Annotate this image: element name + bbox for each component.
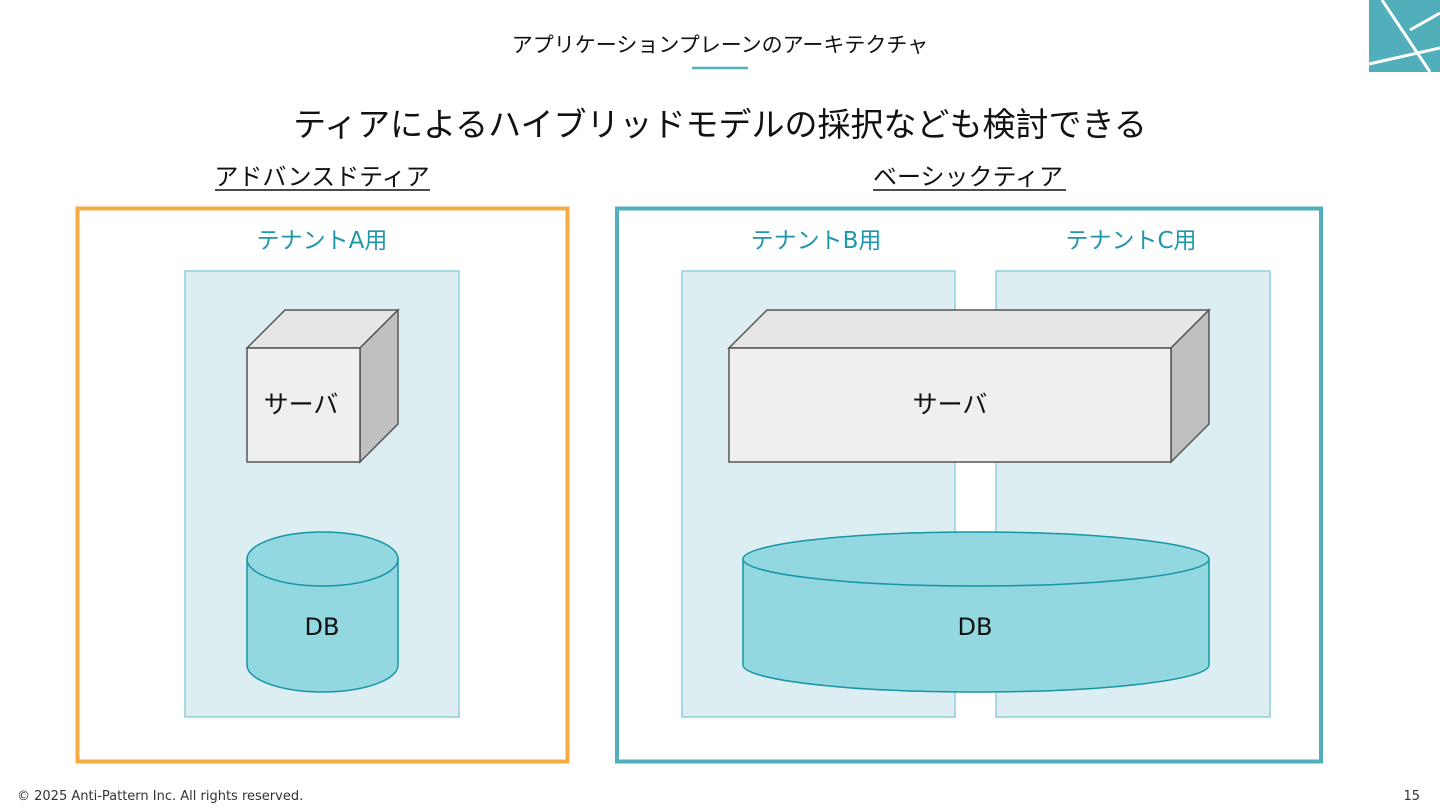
basic-tier-frame xyxy=(615,206,1323,764)
advanced-tier-title: アドバンスドティア xyxy=(214,163,429,191)
shared-server-label: サーバ xyxy=(913,390,988,419)
tenant-a-label: テナントA用 xyxy=(257,228,388,254)
page-number: 15 xyxy=(1403,789,1420,804)
section-title: アプリケーションプレーンのアーキテクチャ xyxy=(512,33,928,57)
basic-tier-title: ベーシックティア xyxy=(873,163,1063,191)
copyright: © 2025 Anti-Pattern Inc. All rights rese… xyxy=(17,789,303,804)
server-a: サーバ xyxy=(245,308,400,464)
tenant-c-label: テナントC用 xyxy=(1065,228,1196,254)
shared-server: サーバ xyxy=(727,308,1211,464)
shared-db: DB xyxy=(742,531,1210,693)
logo-mark-icon xyxy=(1368,0,1440,73)
server-a-label: サーバ xyxy=(264,390,339,419)
shared-db-label: DB xyxy=(958,613,993,641)
tenant-b-label: テナントB用 xyxy=(751,228,882,254)
db-a: DB xyxy=(246,531,399,693)
db-a-label: DB xyxy=(305,613,340,641)
advanced-tier-frame xyxy=(75,206,570,764)
headline: ティアによるハイブリッドモデルの採択なども検討できる xyxy=(293,105,1147,144)
